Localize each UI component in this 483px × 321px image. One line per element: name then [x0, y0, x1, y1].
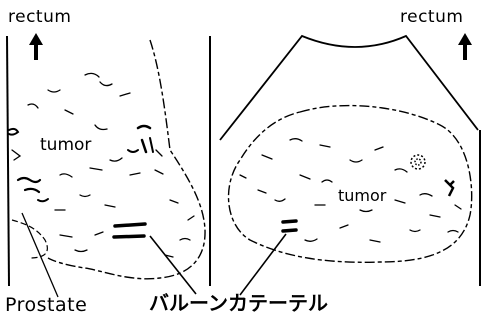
- balloon-catheter-label: バルーンカテーテル: [149, 293, 328, 313]
- left-panel-border-left: [7, 36, 9, 286]
- rectum-label-right: rectum: [400, 9, 463, 26]
- right-panel: [220, 33, 480, 295]
- up-arrow-icon: [458, 33, 472, 60]
- balloon-catheter-marks-left: [114, 224, 145, 237]
- balloon-pointer-line-right: [240, 234, 286, 295]
- tumor-label-left: tumor: [40, 137, 91, 154]
- tumor-dense-spot: [411, 155, 454, 196]
- prostate-label: Prostate: [5, 296, 87, 315]
- tissue-texture-left: [9, 73, 194, 257]
- rectum-label-left: rectum: [8, 9, 71, 26]
- balloon-catheter-marks-right: [283, 221, 296, 231]
- tumor-label-right: tumor: [338, 188, 386, 204]
- prostate-inner-outline-left: [12, 220, 47, 258]
- prostate-outline-right: [229, 106, 472, 263]
- prostate-pointer-line: [22, 213, 58, 297]
- prostate-outline-left: [48, 40, 205, 279]
- up-arrow-icon: [29, 33, 43, 60]
- left-panel: [7, 33, 210, 297]
- balloon-pointer-line-left: [150, 236, 196, 294]
